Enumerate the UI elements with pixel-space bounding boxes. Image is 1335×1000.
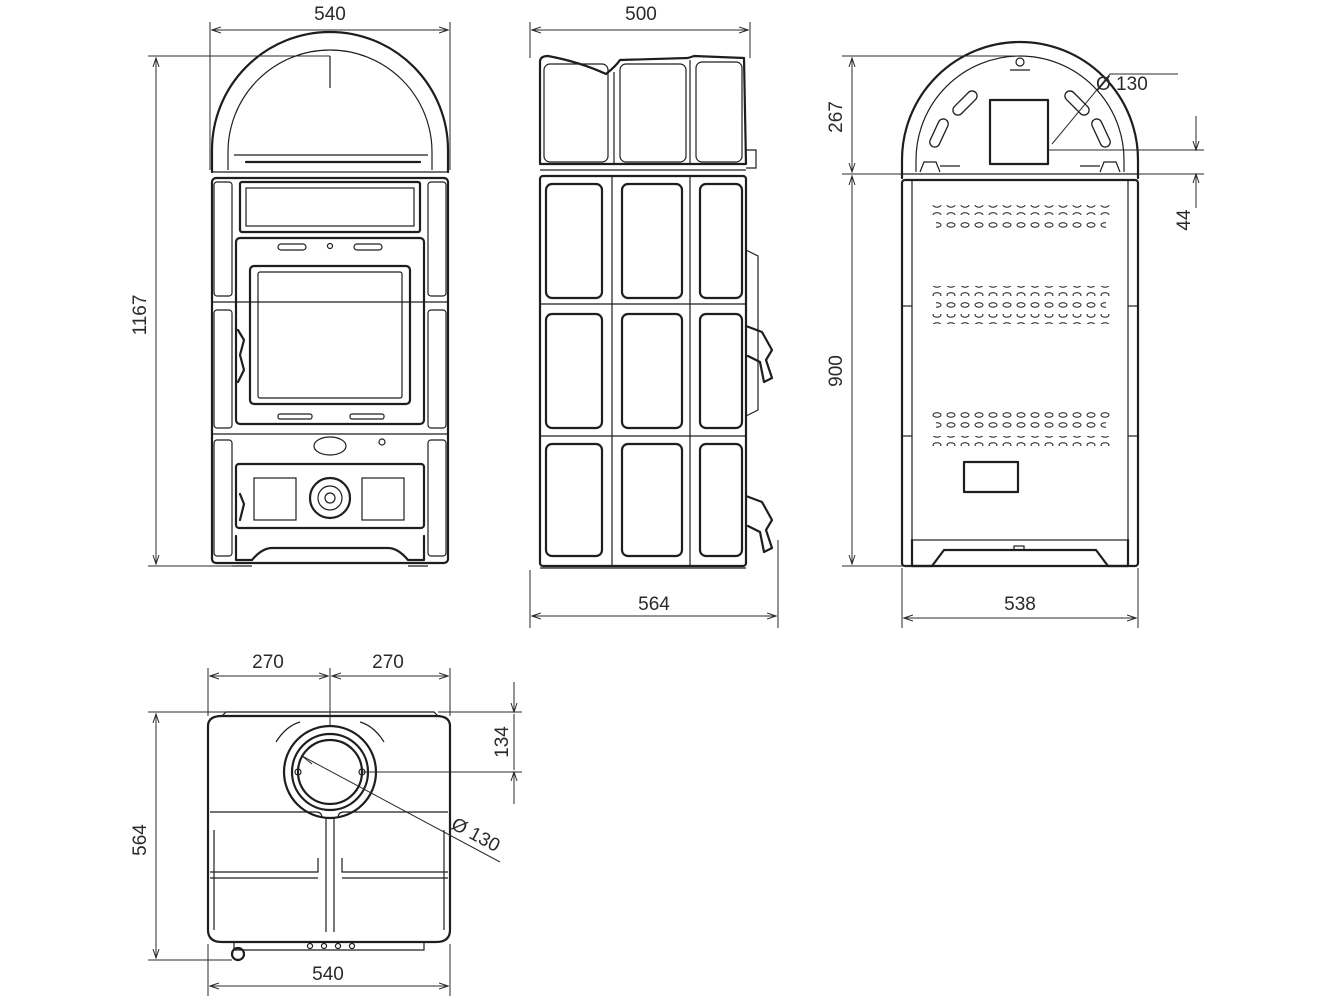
dimension-lines [148,22,1204,996]
dim-rear-flue-offset: 44 [1174,209,1195,231]
dim-side-depth-top: 500 [625,4,657,25]
dim-top-flue-diameter: Ø 130 [448,814,504,857]
dim-side-depth-bottom: 564 [638,594,670,615]
dim-top-flue-offset: 134 [492,726,513,758]
front-view [210,30,450,567]
dim-top-width: 540 [312,964,344,985]
dim-top-half-left: 270 [252,652,284,673]
dim-front-height: 1167 [130,295,151,336]
dim-rear-body-height: 900 [826,355,847,387]
dimension-labels: 540 1167 500 564 Ø 130 267 44 900 538 27… [130,4,1195,985]
dim-rear-width: 538 [1004,594,1036,615]
side-view [538,54,774,569]
dim-top-half-right: 270 [372,652,404,673]
top-view [206,711,452,962]
dim-rear-flue-diameter: Ø 130 [1096,74,1148,95]
dim-top-depth: 564 [130,824,151,856]
dim-front-width: 540 [314,4,346,25]
dim-rear-top-height: 267 [826,101,847,133]
rear-view [900,40,1140,568]
